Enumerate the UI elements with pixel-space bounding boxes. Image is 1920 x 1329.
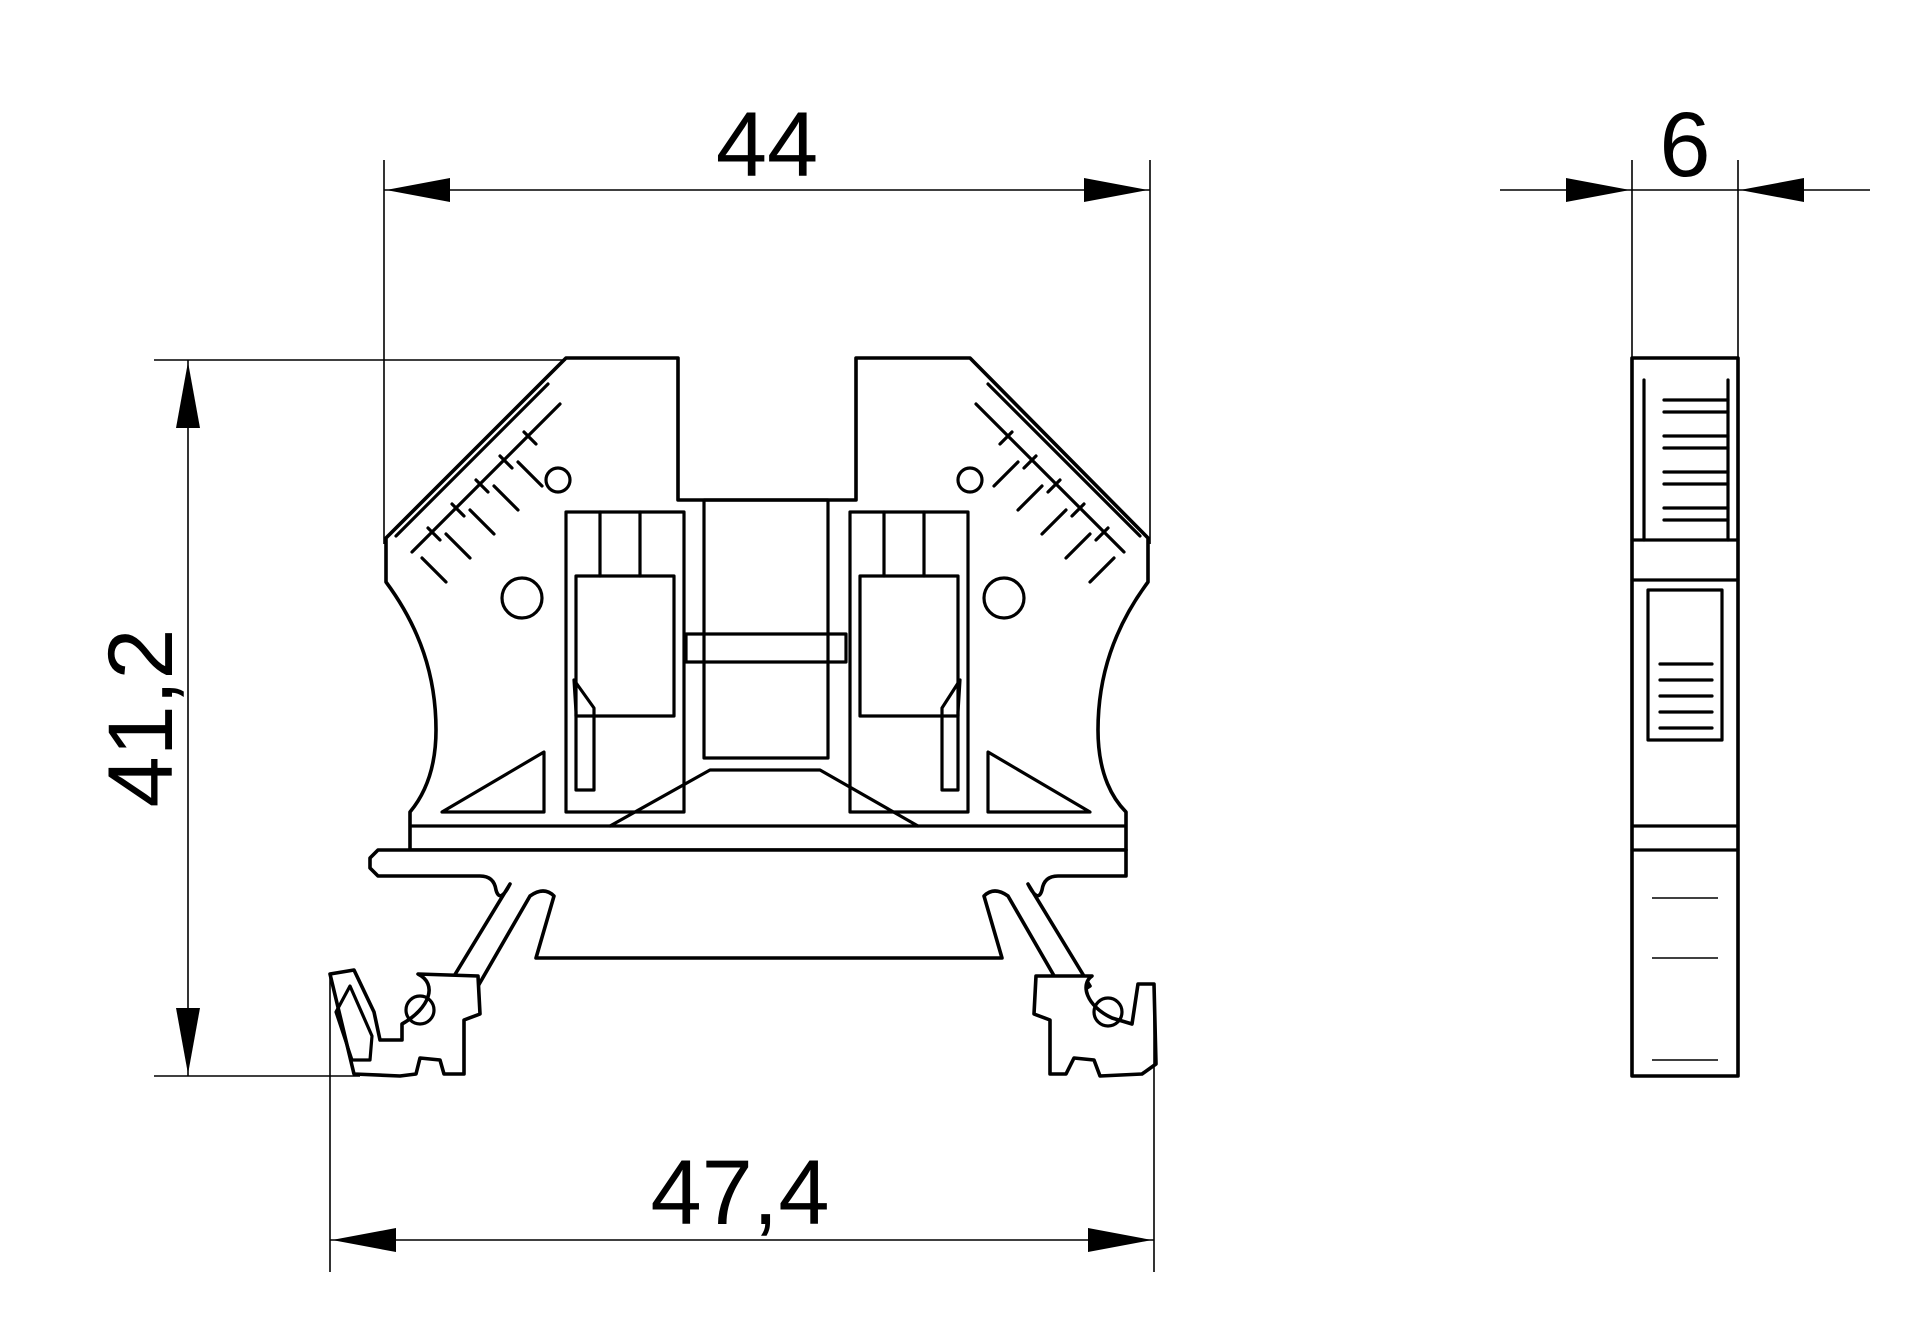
side-view [1630, 356, 1740, 1078]
front-view-din-foot [368, 848, 1128, 1002]
dimension-width-bottom: 47,4 [329, 974, 1155, 1272]
side-view-clip [1646, 588, 1724, 742]
side-view-clip-teeth [1658, 662, 1714, 730]
front-view-right-slot-frame [848, 510, 970, 814]
front-view-right-slot-window [858, 574, 960, 718]
dimension-label-height: 41,2 [90, 628, 192, 807]
front-view-center-ramp [608, 768, 920, 828]
front-view-left-ramp [440, 750, 546, 814]
arrowhead-right [1740, 178, 1804, 202]
front-view-right-small-hole [956, 466, 984, 494]
front-view-right-screw-hole [982, 576, 1026, 620]
arrowhead-top [176, 362, 200, 428]
arrowhead-right [1084, 178, 1148, 202]
front-view-left-screw-hole [500, 576, 544, 620]
arrowhead-left [1566, 178, 1630, 202]
arrowhead-left [386, 178, 450, 202]
front-view-right-clip-hole [1092, 996, 1124, 1028]
front-view-left-clip [328, 968, 482, 1078]
arrowhead-right [1088, 1228, 1152, 1252]
front-view-left-slot-window [574, 574, 676, 718]
front-view-left-ridges [394, 382, 562, 584]
dimension-width-top: 44 [383, 94, 1151, 544]
front-view-center-bridge [684, 632, 848, 664]
front-view-left-small-hole [544, 466, 572, 494]
front-view-center-channel [702, 498, 830, 760]
dimension-label-width-bottom: 47,4 [650, 1142, 829, 1244]
side-view-outline [1630, 356, 1740, 1078]
front-view-right-clip [1032, 974, 1158, 1078]
front-view-right-ridges [974, 382, 1142, 584]
arrowhead-bottom [176, 1008, 200, 1074]
dimension-label-width-top: 44 [716, 94, 818, 196]
front-view-left-slot-frame [564, 510, 686, 814]
front-view [328, 356, 1158, 1078]
front-view-left-clamp [572, 678, 596, 792]
front-view-left-clip-inner [334, 984, 374, 1062]
arrowhead-left [332, 1228, 396, 1252]
dimension-width-side: 6 [1500, 94, 1870, 358]
side-view-fins [1662, 398, 1730, 522]
dimension-label-width-side: 6 [1659, 94, 1710, 196]
front-view-right-clamp [940, 678, 962, 792]
front-view-right-ramp [986, 750, 1092, 814]
front-view-left-clip-hole [404, 994, 436, 1026]
dimension-height: 41,2 [90, 359, 566, 1077]
